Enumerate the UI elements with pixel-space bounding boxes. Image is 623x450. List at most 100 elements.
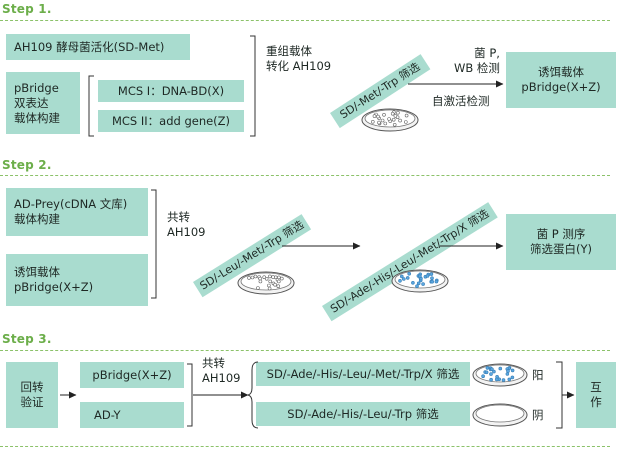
step1-mcs1-text: MCS I：DNA-BD(X) (117, 83, 225, 98)
step3-label: Step 3. (2, 332, 52, 346)
colony-dot (498, 366, 503, 371)
colony-dot (256, 286, 260, 290)
colony-dot (392, 123, 397, 127)
step2-label: Step 2. (2, 158, 52, 172)
step2-petri-dish-2 (391, 269, 449, 293)
step3-verify-box: 回转 验证 (6, 362, 58, 428)
colony-dot (510, 368, 515, 373)
colony-dot (492, 369, 496, 374)
colony-dot (271, 275, 275, 279)
colony-dot (434, 279, 439, 284)
colony-dot (267, 286, 272, 291)
step3-brace-left (247, 361, 259, 429)
step2-bait-text: 诱饵载体 pBridge(X+Z) (14, 265, 94, 294)
step2-result-text: 菌 P 测序 筛选蛋白(Y) (530, 227, 592, 256)
colony-dot (370, 120, 375, 124)
step3-screen-pos-text: SD/-Ade/-His/-Leu/-Met/-Trp/X 筛选 (266, 366, 460, 381)
colony-dot (507, 377, 512, 382)
colony-dot (267, 283, 271, 288)
step3-verify-text: 回转 验证 (20, 380, 44, 409)
step3-pbridge-text: pBridge(X+Z) (92, 367, 172, 382)
colony-dot (382, 113, 386, 117)
colony-dot (430, 276, 434, 281)
step2-petri-dish-1 (237, 271, 295, 295)
colony-dot (391, 117, 396, 122)
step1-strain-label: 菌 P, WB 检测 (454, 46, 500, 75)
colony-dot (489, 377, 493, 382)
colony-dot (258, 276, 262, 281)
colony-dot (398, 278, 402, 283)
colony-dot (390, 111, 395, 116)
colony-dot (501, 378, 506, 382)
step3-cotransform-label: 共转 AH109 (202, 356, 241, 385)
colony-dot (494, 377, 499, 382)
step3-ady-box: AD-Y (80, 402, 184, 428)
colony-dot (247, 276, 251, 280)
step3-ady-text: AD-Y (94, 407, 121, 422)
step1-result-box: 诱饵载体 pBridge(X+Z) (506, 52, 616, 108)
step3-bracket-left (187, 363, 193, 427)
colony-dot (264, 276, 269, 281)
step1-main-bracket (250, 35, 256, 137)
colony-dot (510, 375, 515, 380)
step2-divider (0, 175, 610, 176)
colony-dot (430, 279, 435, 284)
colony-dot (273, 282, 277, 287)
step1-transform-label: 重组载体 转化 AH109 (266, 44, 332, 73)
step1-petri-dish (361, 108, 419, 132)
colony-dot (505, 372, 510, 376)
colony-dot (404, 113, 409, 118)
colony-dot (276, 279, 281, 284)
colony-dot (429, 272, 434, 276)
colony-dot (380, 118, 385, 123)
step3-positive-label: 阳 (532, 368, 544, 382)
colony-dot (403, 120, 408, 124)
step3-divider (0, 350, 610, 351)
step3-negative-label: 阴 (532, 408, 544, 422)
step2-prey-text: AD-Prey(cDNA 文库) 载体构建 (14, 197, 128, 226)
step2-prey-box: AD-Prey(cDNA 文库) 载体构建 (6, 188, 148, 236)
step1-mcs2-text: MCS II：add gene(Z) (111, 113, 231, 128)
colony-dot (401, 277, 406, 281)
colony-dot (490, 367, 494, 372)
colony-dot (377, 120, 381, 125)
step1-pbridge-text: pBridge 双表达 载体构建 (14, 80, 60, 125)
colony-dot (253, 274, 258, 279)
step3-screen-neg-text: SD/-Ade/-His/-Leu/-Trp 筛选 (287, 406, 439, 421)
colony-dot (393, 114, 398, 118)
step3-pbridge-box: pBridge(X+Z) (80, 362, 184, 388)
step3-screen-pos-box: SD/-Ade/-His/-Leu/-Met/-Trp/X 筛选 (256, 362, 470, 386)
step1-result-text: 诱饵载体 pBridge(X+Z) (521, 65, 601, 94)
step3-interaction-text: 互 作 (590, 380, 602, 409)
colony-dot (383, 121, 388, 126)
bottom-divider (0, 446, 610, 447)
colony-dot (279, 276, 284, 281)
colony-dot (506, 369, 510, 373)
colony-dot (399, 274, 404, 279)
colony-dot (484, 370, 489, 375)
colony-dot (387, 117, 391, 121)
colony-dot (276, 284, 281, 289)
step3-bracket-right (556, 361, 563, 429)
colony-dot (372, 114, 377, 118)
colony-dot (481, 374, 485, 379)
step1-divider (0, 20, 610, 21)
step1-activation-box: AH109 酵母菌活化(SD-Met) (6, 34, 190, 60)
step1-label: Step 1. (2, 2, 52, 16)
step1-pbridge-box: pBridge 双表达 载体构建 (6, 72, 80, 134)
step1-mcs-bracket (88, 75, 94, 137)
step2-bait-box: 诱饵载体 pBridge(X+Z) (6, 254, 148, 306)
colony-dot (489, 372, 493, 376)
colony-dot (416, 281, 421, 286)
colony-dot (415, 284, 419, 289)
step3-petri-dish-positive (472, 363, 528, 387)
colony-dot (262, 275, 267, 280)
step3-screen-neg-box: SD/-Ade/-His/-Leu/-Trp 筛选 (256, 402, 470, 426)
step1-mcs1-box: MCS I：DNA-BD(X) (98, 80, 244, 102)
step2-result-box: 菌 P 测序 筛选蛋白(Y) (506, 214, 616, 270)
colony-dot (407, 271, 412, 276)
step2-bracket (151, 189, 157, 299)
colony-dot (268, 274, 272, 279)
colony-dot (411, 280, 415, 285)
